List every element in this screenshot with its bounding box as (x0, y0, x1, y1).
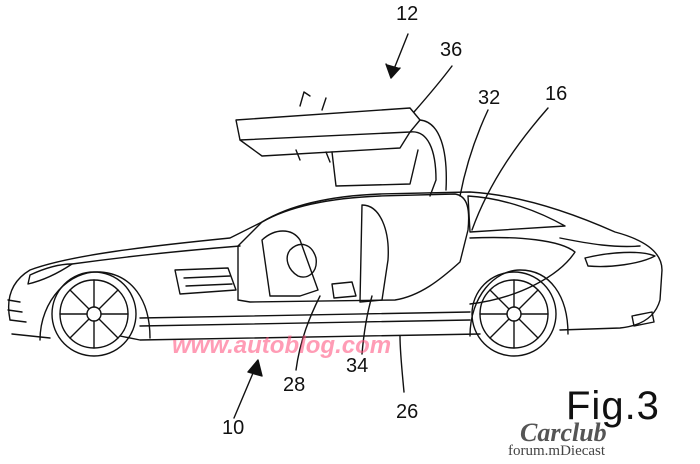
leader-26 (399, 335, 405, 393)
ref-numeral-28: 28 (283, 374, 306, 396)
arrow-10 (247, 359, 263, 377)
seat (261, 230, 319, 297)
ref-numeral-12: 12 (396, 3, 419, 25)
sill-line (139, 311, 471, 327)
tail-lamp (584, 251, 656, 268)
ref-numeral-10: 10 (222, 417, 245, 439)
ref-numeral-36: 36 (440, 39, 463, 61)
ref-numeral-16: 16 (545, 83, 568, 105)
headlamp (27, 263, 73, 285)
exhaust (631, 311, 655, 327)
leader-28 (295, 295, 321, 371)
leader-32 (459, 109, 489, 197)
front-wheel (39, 271, 151, 357)
front-grille (7, 299, 27, 323)
ref-numeral-32: 32 (478, 87, 501, 109)
gullwing-door (235, 91, 447, 197)
leader-10 (233, 365, 257, 419)
rear-side-window (467, 195, 566, 233)
pillar (359, 204, 389, 303)
rear-wheel (469, 269, 569, 357)
quarter-panel-line (469, 236, 576, 305)
leader-16 (471, 107, 549, 231)
carclub-logo: Carclub (520, 418, 607, 447)
leader-34 (361, 295, 373, 355)
fender-vent (174, 267, 237, 295)
steering-wheel (286, 243, 317, 278)
ref-numeral-26: 26 (396, 401, 419, 423)
forum-logo: forum.mDiecast (508, 443, 606, 459)
figure-caption: Fig.3 (566, 384, 660, 428)
car-body-outline (7, 191, 663, 341)
door-opening (237, 193, 470, 303)
site-watermark: www.autoblog.com (172, 332, 392, 359)
arrow-12 (385, 63, 401, 79)
hood-line (71, 245, 241, 265)
ref-numeral-34: 34 (346, 355, 369, 377)
leader-36 (413, 65, 453, 113)
